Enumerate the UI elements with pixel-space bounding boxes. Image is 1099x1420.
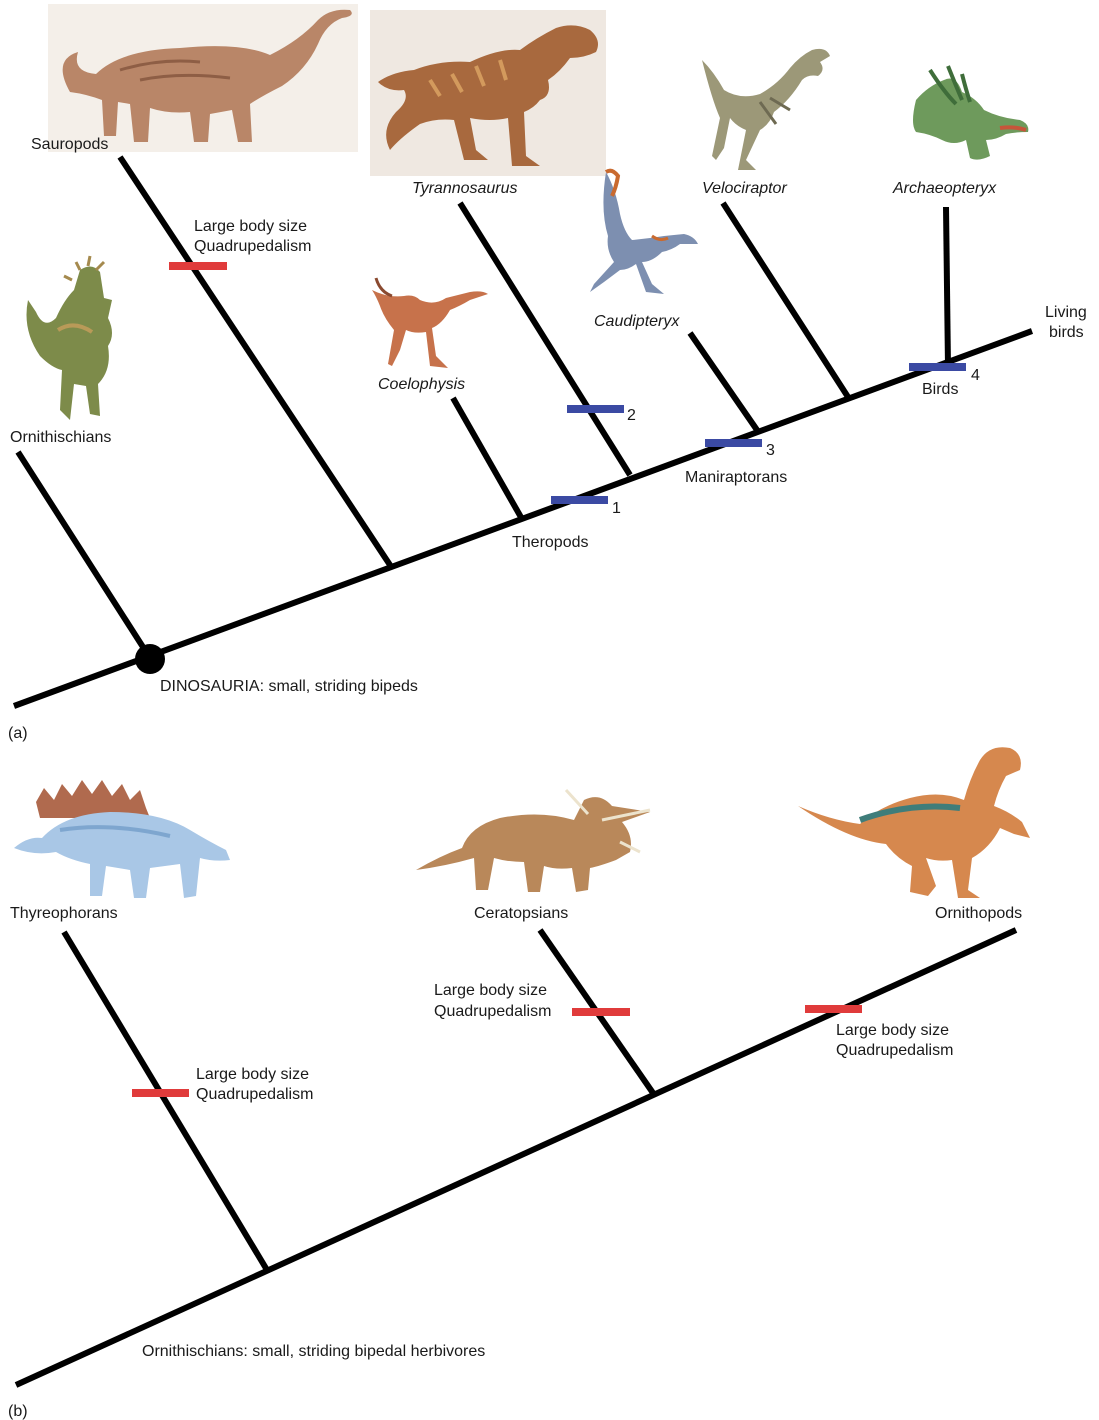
label-caudipteryx: Caudipteryx [594, 313, 680, 330]
trait-ceratopsians-line2: Quadrupedalism [434, 1003, 551, 1020]
label-sauropods: Sauropods [31, 136, 108, 153]
panel-a-trunk [14, 331, 1032, 706]
branch-tyrannosaurus [460, 203, 630, 475]
trait-bar-ornithopods [805, 1005, 862, 1013]
archaeopteryx-illustration [913, 66, 1028, 160]
panel-b-cladogram: Thyreophorans Ceratopsians Ornithopods L… [8, 747, 1030, 1420]
sauropod-illustration [48, 4, 358, 152]
label-maniraptorans: Maniraptorans [685, 469, 787, 486]
triceratops-illustration [416, 790, 650, 892]
synapomorphy-bar-3 [705, 439, 762, 447]
panel-b-label: (b) [8, 1403, 28, 1420]
label-ornithischians-root: Ornithischians: small, striding bipedal … [142, 1343, 485, 1360]
label-ceratopsians: Ceratopsians [474, 905, 568, 922]
marker-3: 3 [766, 442, 775, 459]
branch-ornithischians [18, 452, 150, 658]
coelophysis-illustration [372, 278, 488, 368]
trait-sauropods-line1: Large body size [194, 218, 307, 235]
label-ornithopods: Ornithopods [935, 905, 1022, 922]
trait-sauropods-line2: Quadrupedalism [194, 238, 311, 255]
synapomorphy-bar-1 [551, 496, 608, 504]
trait-ceratopsians-line1: Large body size [434, 982, 547, 999]
hadrosaur-illustration [798, 747, 1030, 898]
dinosauria-root-node [135, 644, 165, 674]
synapomorphy-bar-2 [567, 405, 624, 413]
label-dinosauria-root: DINOSAURIA: small, striding bipeds [160, 678, 418, 695]
branch-coelophysis [453, 398, 522, 519]
stegosaurus-illustration [14, 780, 230, 898]
trait-thyreophorans-line2: Quadrupedalism [196, 1086, 313, 1103]
label-velociraptor: Velociraptor [702, 180, 787, 197]
branch-velociraptor [723, 203, 848, 397]
label-ornithischians: Ornithischians [10, 429, 111, 446]
trait-thyreophorans-line1: Large body size [196, 1066, 309, 1083]
label-theropods: Theropods [512, 534, 589, 551]
branch-archaeopteryx [946, 207, 948, 367]
trait-ornithopods-line2: Quadrupedalism [836, 1042, 953, 1059]
label-birds: Birds [922, 381, 958, 398]
synapomorphy-bar-4 [909, 363, 966, 371]
label-archaeopteryx: Archaeopteryx [892, 180, 997, 197]
trait-bar-sauropods [169, 262, 227, 270]
trait-bar-ceratopsians [572, 1008, 630, 1016]
panel-a-label: (a) [8, 725, 28, 742]
trait-bar-thyreophorans [132, 1089, 189, 1097]
marker-4: 4 [971, 367, 980, 384]
tyrannosaurus-illustration [370, 10, 606, 176]
trait-ornithopods-line1: Large body size [836, 1022, 949, 1039]
label-thyreophorans: Thyreophorans [10, 905, 118, 922]
stegosaur-illustration [27, 256, 113, 420]
caudipteryx-illustration [590, 171, 698, 294]
panel-a-cladogram: Sauropods Large body size Quadrupedalism… [8, 4, 1087, 742]
label-tyrannosaurus: Tyrannosaurus [412, 180, 518, 197]
label-coelophysis: Coelophysis [378, 376, 465, 393]
velociraptor-illustration [702, 49, 830, 170]
label-living-birds-2: birds [1049, 324, 1084, 341]
branch-caudipteryx [690, 333, 757, 430]
label-living-birds-1: Living [1045, 304, 1087, 321]
marker-1: 1 [612, 500, 621, 517]
marker-2: 2 [627, 407, 636, 424]
